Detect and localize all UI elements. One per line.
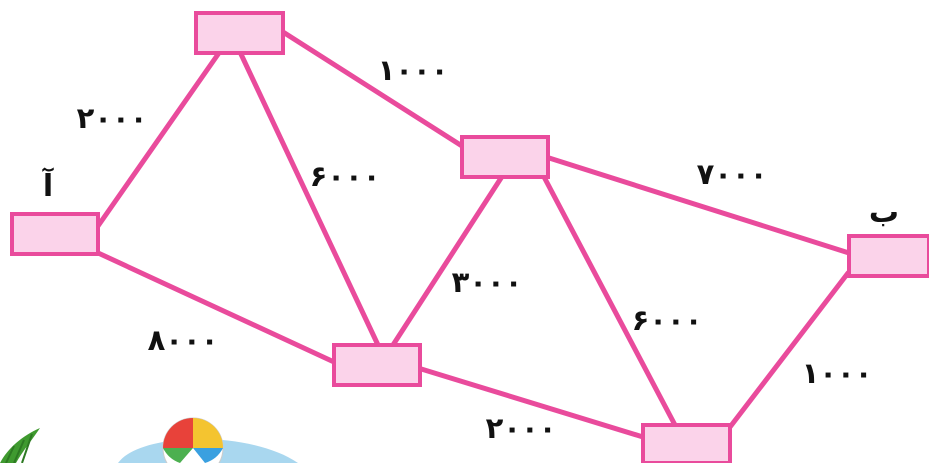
weight-top-bottom-mid: ۶۰۰۰ xyxy=(310,159,381,193)
edge-mid-bottom-right xyxy=(540,172,678,428)
node-bottom-mid xyxy=(332,343,422,387)
edge-mid-b xyxy=(543,154,852,256)
edge-bottom-mid-mid xyxy=(390,172,506,348)
node-bottom-right xyxy=(641,423,732,463)
palm-leaf-icon xyxy=(0,428,40,463)
weight-bottom-right-b: ۱۰۰۰ xyxy=(802,356,873,390)
weight-mid-bottom-right: ۶۰۰۰ xyxy=(632,303,703,337)
node-mid xyxy=(460,135,550,179)
weight-top-mid: ۱۰۰۰ xyxy=(378,53,449,87)
node-label-b: ب xyxy=(869,195,899,230)
beach-ball-icon xyxy=(118,417,298,463)
node-label-a: آ xyxy=(42,167,54,204)
node-a xyxy=(10,212,100,256)
weight-mid-b: ۷۰۰۰ xyxy=(697,157,768,191)
weight-a-top: ۲۰۰۰ xyxy=(77,101,148,135)
nodes xyxy=(10,11,929,463)
weight-a-bottom-mid: ۸۰۰۰ xyxy=(148,323,219,357)
node-b xyxy=(847,234,929,278)
edges xyxy=(93,29,852,440)
edge-a-bottom-mid xyxy=(93,249,337,365)
edge-bottom-mid-bottom-right xyxy=(415,365,646,440)
edge-top-bottom-mid xyxy=(237,49,381,348)
node-top xyxy=(194,11,285,55)
edge-a-top xyxy=(95,47,224,229)
weight-bottom-mid-bottom-right: ۲۰۰۰ xyxy=(486,411,557,445)
weight-bottom-mid-mid: ۳۰۰۰ xyxy=(452,265,523,299)
edge-top-mid xyxy=(280,29,465,149)
edge-bottom-right-b xyxy=(727,270,851,430)
